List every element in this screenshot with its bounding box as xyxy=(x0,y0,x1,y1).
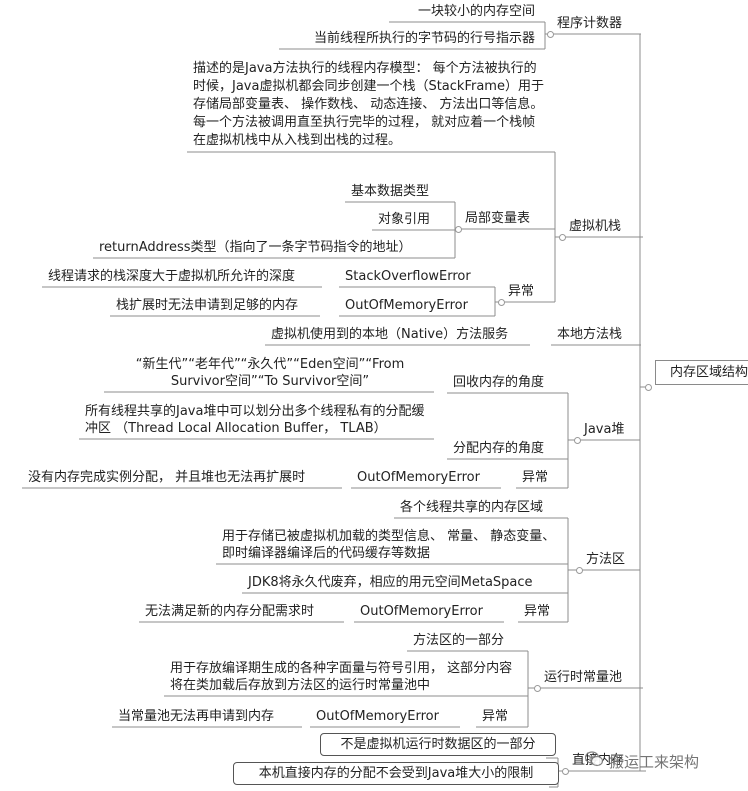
wechat-icon xyxy=(585,751,603,767)
node-pc-b: 当前线程所执行的字节码的行号指示器 xyxy=(313,31,535,46)
node-oom1-d: 栈扩展时无法申请到足够的内存 xyxy=(116,298,299,313)
node-vms: 虚拟机栈 xyxy=(569,219,622,234)
node-ma-b: 用于存储已被虚拟机加载的类型信息、 常量、 静态变量、 即时编译器编译后的代码缓… xyxy=(222,529,556,561)
node-heap: Java堆 xyxy=(584,422,625,437)
node-rcp: 运行时常量池 xyxy=(544,670,623,685)
node-alloc: 分配内存的角度 xyxy=(453,441,545,456)
node-dm-b: 本机直接内存的分配不会受到Java堆大小的限制 xyxy=(233,762,559,785)
node-ma: 方法区 xyxy=(586,552,626,567)
node-oom1: OutOfMemoryError xyxy=(345,298,468,313)
collapse-knob-pc[interactable] xyxy=(547,30,554,38)
node-vms-ex: 异常 xyxy=(508,284,535,299)
node-oom3: OutOfMemoryError xyxy=(360,604,483,619)
node-oom4-d: 当常量池无法再申请到内存 xyxy=(118,709,275,724)
node-recycle-d: “新生代”“老年代”“永久代”“Eden空间”“From Survivor空间”… xyxy=(135,357,405,389)
collapse-knob-lvt[interactable] xyxy=(455,225,462,233)
node-soe-d: 线程请求的栈深度大于虚拟机所允许的深度 xyxy=(48,269,296,284)
node-rcp-a: 方法区的一部分 xyxy=(413,633,505,648)
node-lvt-c: returnAddress类型（指向了一条字节码指令的地址） xyxy=(99,240,412,255)
collapse-knob-vms[interactable] xyxy=(559,233,566,241)
collapse-knob-ma[interactable] xyxy=(576,566,583,574)
collapse-knob-dm[interactable] xyxy=(562,767,569,775)
node-ma-ex: 异常 xyxy=(524,604,551,619)
node-oom2: OutOfMemoryError xyxy=(357,470,480,485)
node-nms: 本地方法栈 xyxy=(557,327,623,342)
watermark-text: 搬运工来架构 xyxy=(609,753,700,771)
node-pc: 程序计数器 xyxy=(557,16,623,31)
node-dm-a: 不是虚拟机运行时数据区的一部分 xyxy=(320,733,556,756)
node-ma-c: JDK8将永久代废弃，相应的用元空间MetaSpace xyxy=(248,575,533,590)
node-lvt: 局部变量表 xyxy=(465,211,531,226)
collapse-knob-vms-ex[interactable] xyxy=(498,298,505,306)
node-oom4: OutOfMemoryError xyxy=(316,709,439,724)
node-rcp-ex: 异常 xyxy=(482,709,509,724)
node-oom2-d: 没有内存完成实例分配， 并且堆也无法再扩展时 xyxy=(28,470,306,485)
node-oom3-d: 无法满足新的内存分配需求时 xyxy=(145,604,315,619)
collapse-knob-rcp[interactable] xyxy=(534,684,541,692)
watermark: 搬运工来架构 xyxy=(585,749,735,773)
node-recycle: 回收内存的角度 xyxy=(453,375,545,390)
node-heap-ex: 异常 xyxy=(522,470,549,485)
node-soe: StackOverflowError xyxy=(345,269,471,284)
node-vms-desc: 描述的是Java方法执行的线程内存模型： 每个方法被执行的时候，Java虚拟机都… xyxy=(193,61,544,148)
collapse-knob-heap[interactable] xyxy=(574,436,581,444)
node-pc-a: 一块较小的内存空间 xyxy=(417,4,535,19)
node-root: 内存区域结构 xyxy=(655,360,748,385)
node-lvt-b: 对象引用 xyxy=(378,212,431,227)
node-alloc-d: 所有线程共享的Java堆中可以划分出多个线程私有的分配缓冲区 （Thread L… xyxy=(85,404,425,436)
node-lvt-a: 基本数据类型 xyxy=(351,184,430,199)
collapse-knob-root[interactable] xyxy=(645,383,652,391)
node-ma-a: 各个线程共享的内存区域 xyxy=(400,500,544,515)
node-nms-d: 虚拟机使用到的本地（Native）方法服务 xyxy=(271,327,509,342)
node-rcp-b: 用于存放编译期生成的各种字面量与符号引用， 这部分内容将在类加载后存放到方法区的… xyxy=(170,661,513,693)
